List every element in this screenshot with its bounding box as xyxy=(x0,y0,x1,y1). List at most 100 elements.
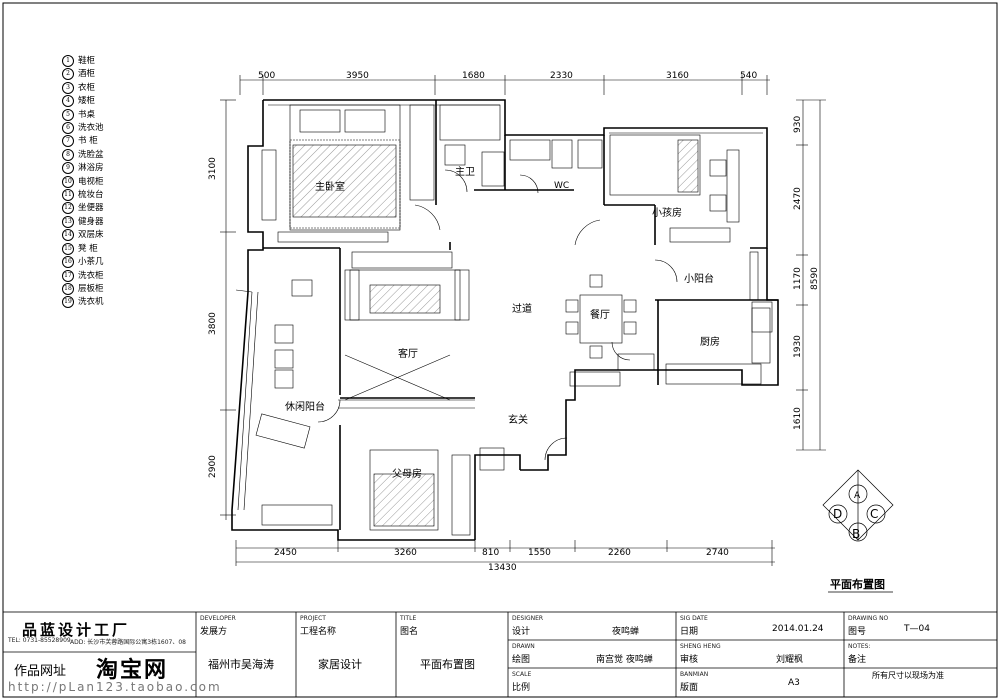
company-tel: TEL: 0731-85528909 xyxy=(8,637,71,644)
format-value: A3 xyxy=(788,678,800,688)
room-master-bath: 主卫 xyxy=(455,166,475,178)
room-dining: 餐厅 xyxy=(590,308,610,321)
scale-en: SCALE xyxy=(512,671,532,678)
bunk-bed xyxy=(609,134,701,196)
drawn-label: 绘图 xyxy=(512,655,531,665)
dim-right-4: 1930 xyxy=(793,335,803,358)
master-bed xyxy=(289,104,401,231)
svg-text:D: D xyxy=(833,507,842,521)
date-label: 日期 xyxy=(680,627,699,637)
designer-value: 夜鸣蝉 xyxy=(612,627,640,637)
parents-bed xyxy=(369,449,439,531)
sigdate-en: SIG DATE xyxy=(680,615,708,622)
project-label: 工程名称 xyxy=(300,627,337,637)
dim-top-2: 3950 xyxy=(346,71,369,81)
date-value: 2014.01.24 xyxy=(772,624,824,634)
dim-bottom-1: 2450 xyxy=(274,548,297,558)
notes-en: NOTES: xyxy=(848,643,871,650)
dim-right-total: 8590 xyxy=(810,267,820,290)
dim-top-3: 1680 xyxy=(462,71,485,81)
title-en: TITLE xyxy=(400,615,417,622)
drawingno-en: DRAWING NO xyxy=(848,615,889,622)
dim-top-6: 540 xyxy=(740,71,757,81)
dim-bottom-4: 1550 xyxy=(528,548,551,558)
developer-value: 福州市吴海涛 xyxy=(208,658,274,671)
dim-left-1: 3100 xyxy=(208,157,218,180)
dim-right-1: 930 xyxy=(793,116,803,133)
room-parents: 父母房 xyxy=(392,467,422,480)
dim-bottom-total: 13430 xyxy=(488,563,517,573)
drawingno-label: 图号 xyxy=(848,627,867,637)
designer-en: DESIGNER xyxy=(512,615,544,622)
dim-left-2: 3800 xyxy=(208,312,218,335)
room-living: 客厅 xyxy=(398,347,418,360)
dim-top-1: 500 xyxy=(258,71,275,81)
company-name: 品蓝设计工厂 xyxy=(22,621,131,639)
dim-top-5: 3160 xyxy=(666,71,689,81)
notes-label: 备注 xyxy=(848,655,867,665)
dim-top-4: 2330 xyxy=(550,71,573,81)
dim-bottom-2: 3260 xyxy=(394,548,417,558)
room-leisure-balcony: 休闲阳台 xyxy=(285,400,325,413)
room-small-balcony: 小阳台 xyxy=(684,272,714,285)
drawn-value: 南宫觉 夜鸣蝉 xyxy=(596,655,653,665)
banmian-en: BANMIAN xyxy=(680,671,709,678)
svg-text:B: B xyxy=(852,527,860,541)
format-label: 版面 xyxy=(680,683,699,693)
project-en: PROJECT xyxy=(300,615,326,622)
shop-url[interactable]: http://pLan123.taobao.com xyxy=(8,680,222,694)
title-value: 平面布置图 xyxy=(420,658,475,671)
title-block-grid xyxy=(2,611,998,698)
room-kids: 小孩房 xyxy=(652,206,682,219)
room-labels: 主卧室 主卫 WC 小孩房 小阳台 过道 餐厅 厨房 客厅 休闲阳台 玄关 父母… xyxy=(285,166,720,480)
view-compass xyxy=(822,469,894,542)
notes-value: 所有尺寸以现场为准 xyxy=(872,671,944,680)
taobao-logo: 淘宝网 xyxy=(96,658,169,683)
dim-left-3: 2900 xyxy=(208,455,218,478)
designer-label: 设计 xyxy=(512,627,531,637)
dim-bottom-6: 2740 xyxy=(706,548,729,558)
developer-label: 发展方 xyxy=(200,627,228,637)
drawn-en: DRAWN xyxy=(512,643,535,650)
compass-letters: A D C B xyxy=(833,491,878,541)
room-corridor: 过道 xyxy=(512,302,532,315)
dim-right-5: 1610 xyxy=(793,407,803,430)
sheng-en: SHENG HENG xyxy=(680,643,721,650)
wardrobe-master xyxy=(409,104,435,201)
project-value: 家居设计 xyxy=(318,658,362,671)
dim-bottom-3: 810 xyxy=(482,548,499,558)
check-value: 刘耀枫 xyxy=(776,655,804,665)
dim-right-2: 2470 xyxy=(793,187,803,210)
works-label: 作品网址 xyxy=(14,664,67,679)
room-wc: WC xyxy=(554,181,569,191)
room-kitchen: 厨房 xyxy=(700,335,720,348)
plan-title: 平面布置图 xyxy=(830,577,885,591)
dimension-labels: 500 3950 1680 2330 3160 540 2450 3260 81… xyxy=(208,71,820,573)
walls xyxy=(231,99,779,541)
developer-en: DEVELOPER xyxy=(200,615,236,622)
svg-text:A: A xyxy=(854,491,861,501)
dimension-lines xyxy=(220,75,826,566)
dim-right-3: 1170 xyxy=(793,267,803,290)
